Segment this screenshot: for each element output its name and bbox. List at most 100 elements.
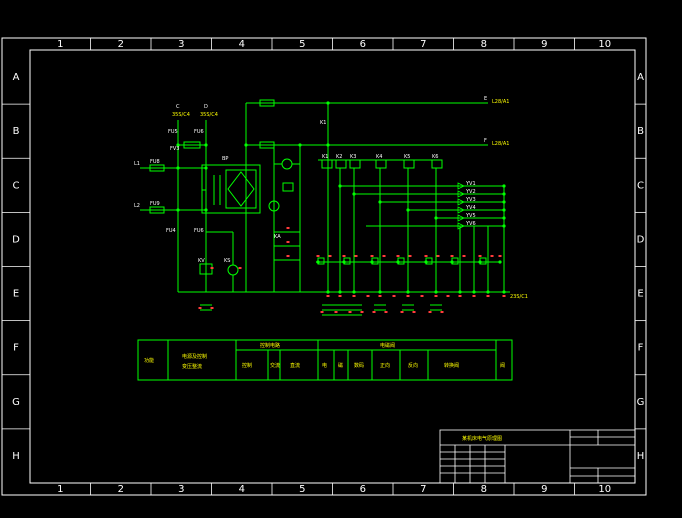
ruler-row-label: A	[13, 72, 20, 83]
terminal-number	[210, 267, 214, 269]
junction-dot	[204, 208, 208, 212]
junction-dot	[486, 290, 490, 294]
label-ks: KS	[224, 258, 230, 264]
junction-dot	[502, 192, 506, 196]
terminal-number	[366, 295, 370, 297]
valve-symbol	[457, 214, 465, 222]
ruler-row-label: E	[13, 289, 19, 300]
junction-dot	[204, 166, 208, 170]
junction-dot	[502, 184, 506, 188]
junction-dot	[298, 143, 302, 147]
terminal-number	[326, 295, 330, 297]
terminal-number	[502, 295, 506, 297]
valve-symbol	[457, 198, 465, 206]
junction-dot	[326, 143, 330, 147]
ruler-row-label: B	[637, 126, 644, 137]
terminal-number	[352, 295, 356, 297]
label-bp: BP	[222, 156, 228, 162]
terminal-number	[198, 307, 202, 309]
label-fu6b: FU6	[194, 228, 204, 234]
junction-dot	[204, 143, 208, 147]
junction-dot	[326, 101, 330, 105]
label-c: C	[176, 104, 180, 110]
terminal-number	[238, 267, 242, 269]
terminal-number	[384, 311, 388, 313]
junction-dot	[342, 260, 346, 264]
outer-frame	[1, 37, 647, 496]
ruler-column-label: 3	[178, 39, 184, 50]
junction-dot	[378, 290, 382, 294]
junction-dot	[502, 224, 506, 228]
label-c-sub: 35S/C4	[172, 112, 190, 118]
junction-dot	[406, 290, 410, 294]
terminal-number	[436, 255, 440, 257]
table-col2b: 变压整流	[182, 363, 202, 370]
ruler-column-label: 10	[598, 484, 611, 495]
valve-symbol	[457, 222, 465, 230]
ruler-row-label: C	[13, 180, 20, 191]
terminal-number	[342, 255, 346, 257]
ruler-column-label: 4	[239, 484, 245, 495]
table-col2: 电源及控制	[182, 353, 207, 360]
terminal-number	[392, 295, 396, 297]
valve-label: YV1	[465, 181, 476, 187]
junction-dot	[502, 216, 506, 220]
table-cell-7: 正向	[380, 362, 390, 369]
ruler-column-label: 4	[239, 39, 245, 50]
table-group2: 电磁阀	[380, 342, 395, 349]
table-cell-1: 交流	[270, 362, 280, 369]
function-table-text: 功能 电源及控制 变压整流 控制电路 电磁阀 控制 交流 直流 电 磁 数码 正…	[144, 342, 505, 370]
terminal-number	[450, 255, 454, 257]
terminal-number	[406, 295, 410, 297]
ruler-column-label: 1	[57, 39, 63, 50]
ruler-row-label: A	[637, 72, 644, 83]
label-k1: K1	[320, 120, 326, 126]
ruler-column-label: 2	[118, 484, 124, 495]
junction-dot	[478, 260, 482, 264]
terminal-number	[408, 255, 412, 257]
ruler-column-label: 1	[57, 484, 63, 495]
junction-dot	[176, 166, 180, 170]
terminal-number	[446, 295, 450, 297]
terminal-number	[440, 311, 444, 313]
valve-symbol	[457, 190, 465, 198]
junction-dot	[352, 192, 356, 196]
label-e-tag: L28/A1	[492, 99, 509, 105]
ruler-row-label: H	[637, 451, 645, 462]
label-fv3: FV3	[170, 146, 179, 152]
junction-dot	[502, 200, 506, 204]
label-d: D	[204, 104, 208, 110]
terminal-markers	[176, 101, 506, 313]
ruler-column-label: 7	[420, 39, 426, 50]
ruler-column-label: 7	[420, 484, 426, 495]
terminal-number	[360, 311, 364, 313]
ruler-column-label: 8	[481, 39, 487, 50]
junction-dot	[244, 143, 248, 147]
label-fu5: FU5	[168, 129, 178, 135]
ruler-column-label: 10	[598, 39, 611, 50]
junction-dot	[406, 208, 410, 212]
function-table	[137, 339, 513, 381]
terminal-number	[462, 255, 466, 257]
relay-label: K4	[376, 154, 382, 160]
junction-dot	[316, 260, 320, 264]
junction-dot	[434, 290, 438, 294]
relay-label: K1	[322, 154, 328, 160]
terminal-number	[286, 227, 290, 229]
ruler-column-label: 5	[299, 39, 305, 50]
ruler-row-label: F	[638, 343, 644, 354]
ruler-column-label: 5	[299, 484, 305, 495]
ruler-row-label: F	[13, 343, 19, 354]
ruler-row-label: H	[12, 451, 20, 462]
label-e: E	[484, 96, 487, 102]
label-l2: L2	[134, 203, 140, 209]
relay-label: K3	[350, 154, 356, 160]
inner-frame	[29, 49, 636, 484]
terminal-number	[210, 307, 214, 309]
ruler-row-label: B	[13, 126, 20, 137]
